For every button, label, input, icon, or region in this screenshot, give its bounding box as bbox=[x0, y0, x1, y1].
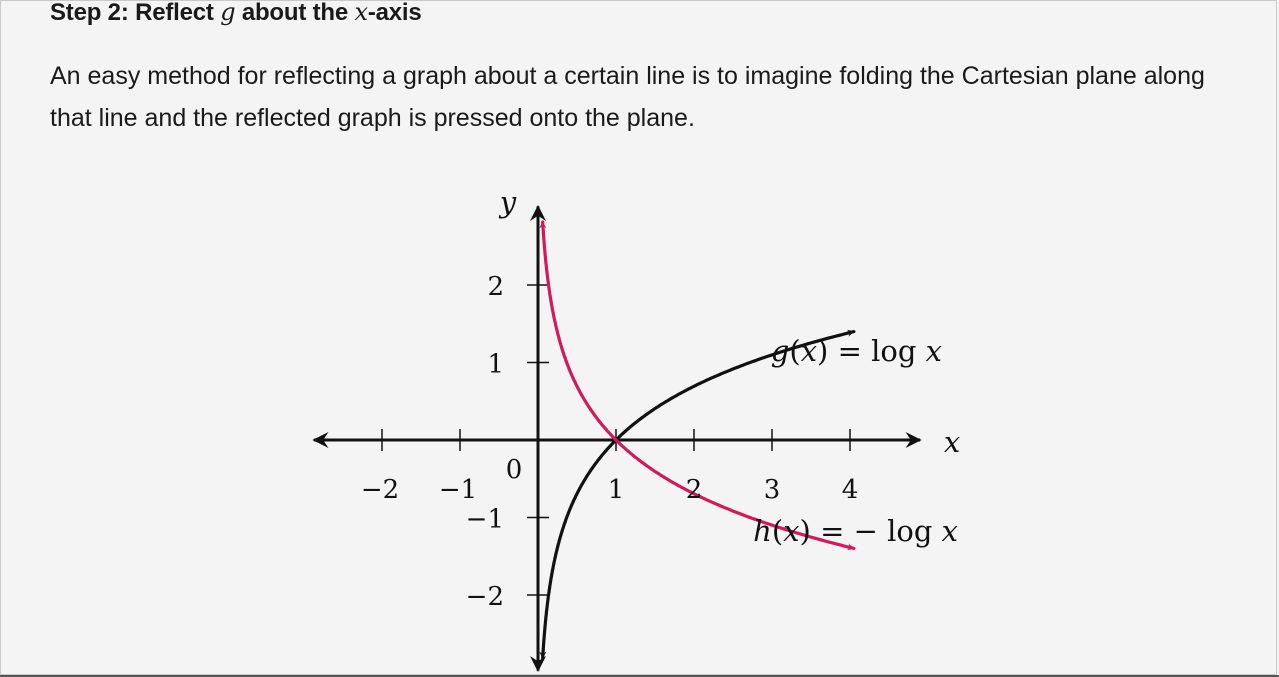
heading-var-x: x bbox=[354, 0, 368, 26]
x-axis-label: x bbox=[944, 425, 960, 459]
h-function-label: h(x) = − log x bbox=[753, 514, 958, 548]
y-tick-label: 1 bbox=[487, 350, 504, 380]
y-tick-label: −2 bbox=[466, 582, 504, 612]
x-tick-label: 3 bbox=[764, 475, 781, 505]
heading-prefix: Step 2: Reflect bbox=[50, 0, 221, 26]
series-h-line bbox=[539, 220, 856, 551]
heading-var-g: g bbox=[220, 0, 236, 26]
g-function-label: g(x) = log x bbox=[771, 334, 942, 368]
x-tick-label: −1 bbox=[439, 475, 477, 505]
y-axis-label: y bbox=[498, 185, 517, 219]
x-tick-label: 2 bbox=[686, 475, 703, 505]
x-tick-label: −2 bbox=[361, 475, 399, 505]
bottom-border bbox=[0, 675, 1279, 677]
x-tick-label: 1 bbox=[608, 475, 625, 505]
x-tick-label: 4 bbox=[842, 475, 859, 505]
heading-suffix: -axis bbox=[367, 0, 422, 26]
step-heading: Step 2: Reflect g about the x-axis bbox=[50, 0, 422, 27]
heading-middle: about the bbox=[235, 0, 355, 26]
y-tick-label: 2 bbox=[487, 272, 504, 302]
explanation-paragraph: An easy method for reflecting a graph ab… bbox=[50, 62, 1205, 132]
origin-label: 0 bbox=[506, 455, 523, 485]
y-tick-label: −1 bbox=[466, 505, 504, 535]
